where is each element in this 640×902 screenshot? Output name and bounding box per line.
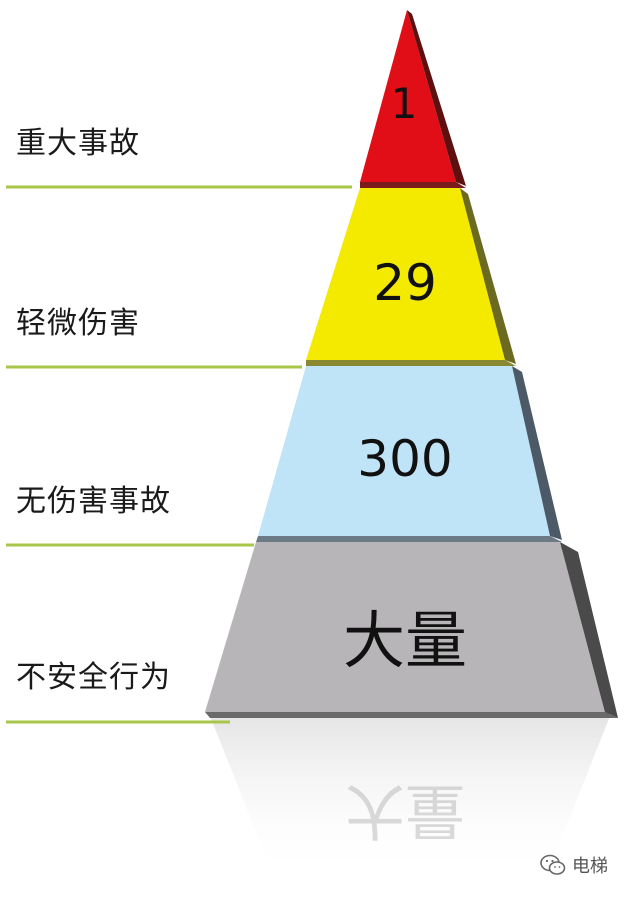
watermark-text: 电梯	[572, 856, 608, 877]
reflection-text: 大量	[345, 775, 465, 845]
pyramid-level-3: 300	[256, 366, 562, 542]
pyramid-level-1: 1	[360, 10, 466, 188]
level-4-label: 不安全行为	[16, 660, 171, 695]
pyramid-level-2-face	[306, 188, 505, 360]
wechat-icon	[540, 854, 566, 875]
pyramid-reflection	[210, 716, 610, 880]
pyramid-level-2: 29	[306, 188, 516, 366]
pyramid-level-4-face	[205, 542, 605, 712]
pyramid-level-2-value: 29	[373, 254, 437, 312]
watermark: 电梯	[540, 852, 608, 878]
level-1-label: 重大事故	[16, 126, 140, 161]
pyramid-level-4: 大量	[205, 542, 618, 718]
pyramid-level-1-value: 1	[391, 79, 418, 128]
level-3-label: 无伤害事故	[16, 484, 171, 519]
pyramid-level-1-face	[360, 10, 456, 182]
level-2-label: 轻微伤害	[16, 306, 140, 341]
pyramid-level-3-value: 300	[357, 430, 452, 488]
pyramid-level-3-face	[258, 366, 550, 536]
pyramid-level-4-value: 大量	[343, 604, 467, 677]
